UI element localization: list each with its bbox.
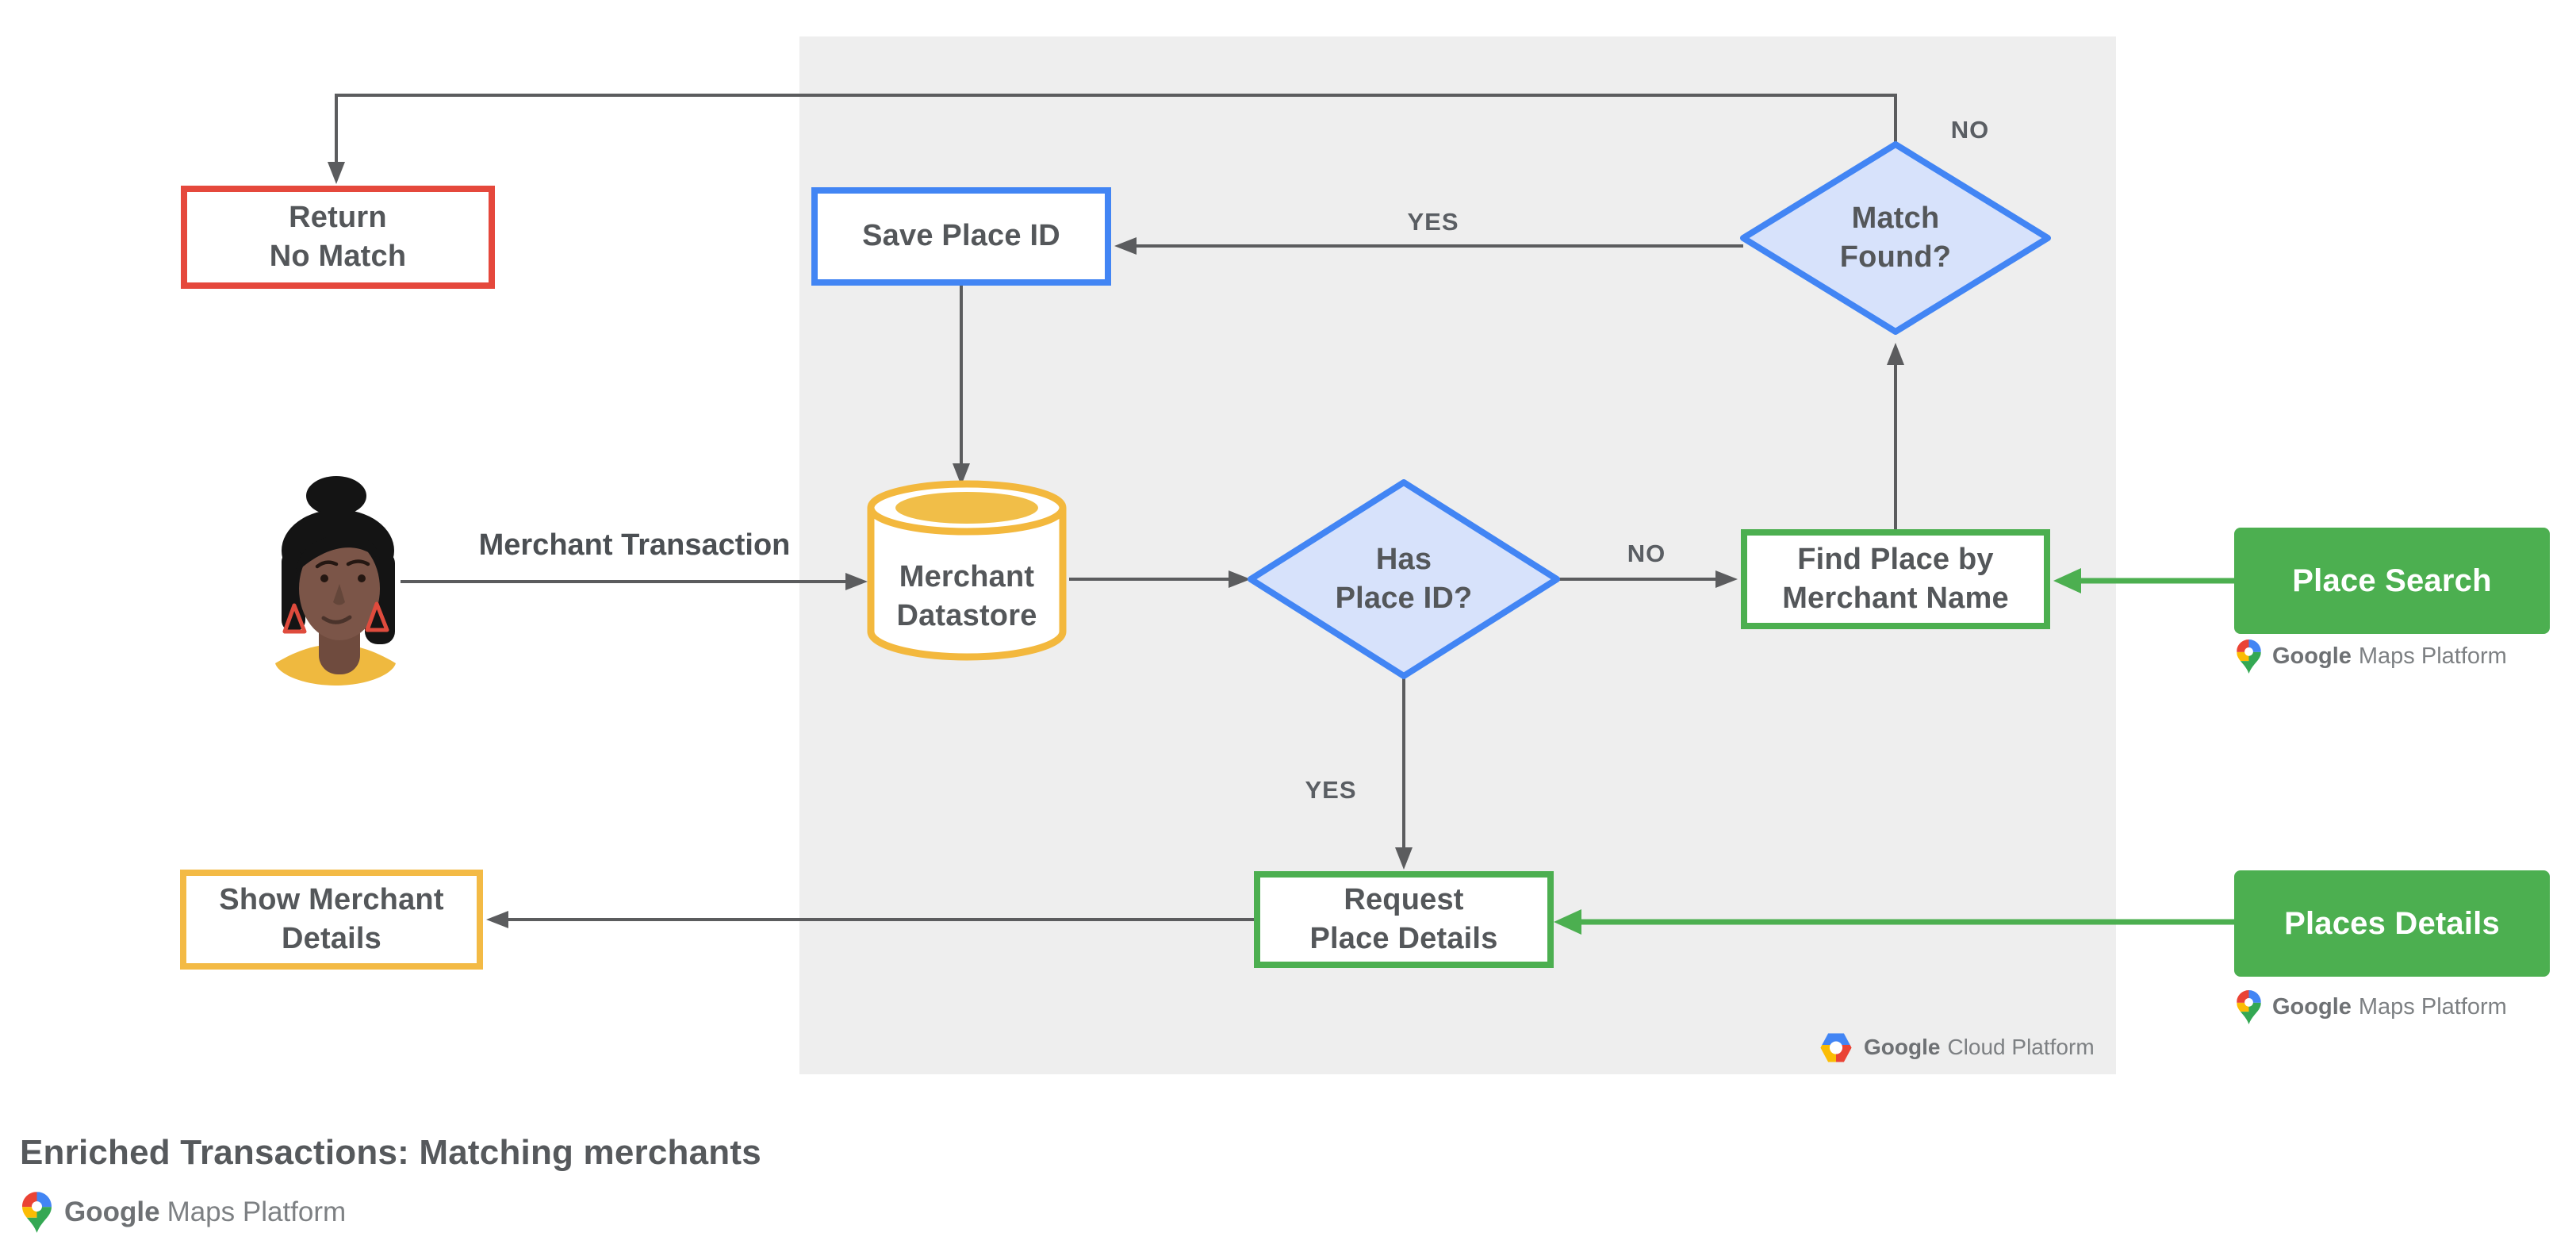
edge-has-place-id-no-label: NO (1627, 540, 1666, 567)
node-find-place-label: Find Place by Merchant Name (1782, 542, 2009, 615)
node-show-merchant-details: Show Merchant Details (180, 870, 483, 970)
maps-pin-icon (2237, 639, 2261, 674)
node-merchant-datastore-label: Merchant Datastore (896, 559, 1037, 632)
node-places-details: Places Details (2234, 870, 2550, 977)
node-return-no-match-label: Return No Match (269, 200, 407, 273)
edge-merchant-transaction-label: Merchant Transaction (478, 528, 791, 562)
edge-has-place-id-yes-label: YES (1305, 776, 1357, 804)
node-request-place-details: Request Place Details (1254, 871, 1554, 968)
person-icon (275, 476, 396, 686)
decision-diamond (1248, 479, 1560, 679)
diagram-title: Enriched Transactions: Matching merchant… (20, 1133, 761, 1172)
node-merchant-datastore: Merchant Datastore (864, 476, 1069, 666)
node-request-place-details-label: Request Place Details (1309, 882, 1498, 955)
cloud-hexagon-icon (1820, 1032, 1852, 1062)
edge-match-found-yes-label: YES (1407, 208, 1459, 236)
edge-match-found-no-label: NO (1950, 116, 1990, 144)
edge-request-to-show-arrowhead (486, 911, 508, 928)
datastore-cylinder-icon (867, 480, 1067, 661)
node-place-search: Place Search (2234, 528, 2550, 634)
node-match-found: Match Found? (1740, 141, 2051, 335)
maps-pin-icon (22, 1192, 52, 1233)
node-place-search-label: Place Search (2292, 563, 2492, 598)
maps-pin-icon (2237, 989, 2261, 1024)
node-return-no-match: Return No Match (181, 186, 495, 289)
node-has-place-id-label: Has Place ID? (1335, 542, 1473, 615)
node-places-details-label: Places Details (2284, 906, 2500, 941)
edge-match-found-no-arrowhead (328, 162, 345, 184)
node-has-place-id: Has Place ID? (1248, 479, 1560, 679)
node-match-found-label: Match Found? (1839, 201, 1952, 274)
node-save-place-id: Save Place ID (811, 187, 1111, 286)
node-save-place-id-label: Save Place ID (862, 219, 1060, 253)
node-show-merchant-details-label: Show Merchant Details (219, 882, 444, 955)
decision-diamond (1740, 141, 2051, 335)
user-avatar (274, 474, 397, 686)
node-find-place: Find Place by Merchant Name (1741, 529, 2050, 629)
